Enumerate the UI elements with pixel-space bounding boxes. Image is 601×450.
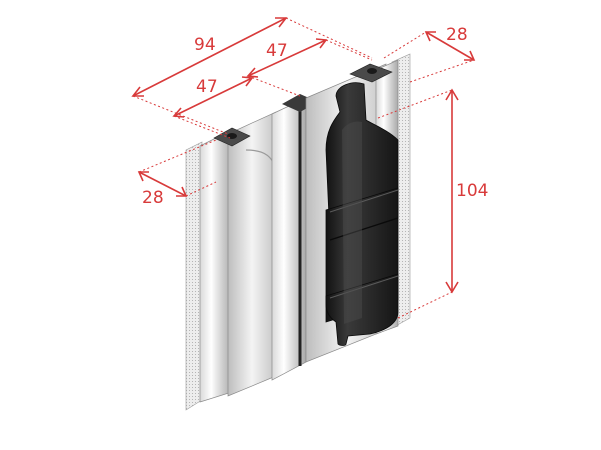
dimension-28-right-label: 28 bbox=[446, 25, 468, 45]
dimension-28-left-label: 28 bbox=[142, 188, 164, 208]
dimension-47-front-arrow-start bbox=[172, 107, 185, 118]
dimension-47-rear-arrow-end bbox=[315, 38, 328, 49]
dimension-94-line bbox=[132, 17, 287, 97]
dimension-28-left-arrow-end bbox=[176, 186, 188, 197]
ext-line-28-right-b bbox=[409, 59, 475, 83]
hinge-split-line-2 bbox=[329, 217, 399, 241]
left-mesh-strip bbox=[185, 141, 203, 411]
ext-line-104-bottom bbox=[397, 291, 453, 319]
ext-line-28-right-a bbox=[383, 31, 427, 59]
dimension-94-arrow-end bbox=[275, 17, 288, 28]
left-flange bbox=[199, 129, 233, 403]
dimension-47-rear-arrow-start bbox=[246, 67, 259, 78]
ext-line-94-left bbox=[132, 95, 229, 135]
dimension-47-rear: 47 bbox=[246, 38, 328, 78]
dimension-47-front: 47 bbox=[172, 76, 254, 118]
dimension-94: 94 bbox=[131, 17, 288, 97]
dimension-104: 104 bbox=[445, 88, 488, 294]
dimension-28-left-arrow-start bbox=[137, 171, 149, 182]
dimension-104-arrow-bottom bbox=[445, 281, 459, 294]
ext-line-28-left-a bbox=[138, 139, 217, 173]
ext-line-47-back bbox=[325, 39, 373, 61]
hinge-body bbox=[325, 82, 399, 346]
dimension-28-right-arrow-end bbox=[464, 50, 476, 61]
dimension-47-front-label: 47 bbox=[196, 77, 218, 97]
hinge-split-line-1 bbox=[329, 189, 399, 213]
dimension-47-rear-line bbox=[247, 39, 327, 77]
ext-line-47-mid bbox=[247, 75, 301, 97]
dimension-47-rear-label: 47 bbox=[266, 41, 288, 61]
hinge-illustration bbox=[185, 53, 411, 411]
right-screw-hole bbox=[367, 68, 377, 74]
left-screw-hole bbox=[227, 133, 237, 139]
dimension-104-label: 104 bbox=[456, 181, 488, 201]
dimension-28-right: 28 bbox=[424, 25, 476, 61]
hinge-highlight bbox=[342, 121, 362, 325]
dimension-28-right-arrow-start bbox=[424, 31, 436, 42]
dimension-28-right-line bbox=[425, 31, 475, 61]
hinge-split-line-3 bbox=[329, 275, 399, 299]
dimension-94-label: 94 bbox=[194, 35, 216, 55]
dimension-47-front-line bbox=[173, 77, 253, 117]
dimension-annotations: 94 47 47 28 28 bbox=[131, 17, 488, 319]
dimension-104-arrow-top bbox=[445, 88, 459, 101]
ext-line-47-front bbox=[173, 115, 231, 139]
dimension-47-front-arrow-end bbox=[241, 76, 254, 87]
dimension-28-left-line bbox=[138, 171, 187, 197]
dimension-28-left: 28 bbox=[137, 171, 188, 208]
ext-line-28-left-b bbox=[185, 181, 217, 197]
left-channel bbox=[227, 111, 277, 397]
dimension-94-arrow-start bbox=[131, 86, 144, 97]
